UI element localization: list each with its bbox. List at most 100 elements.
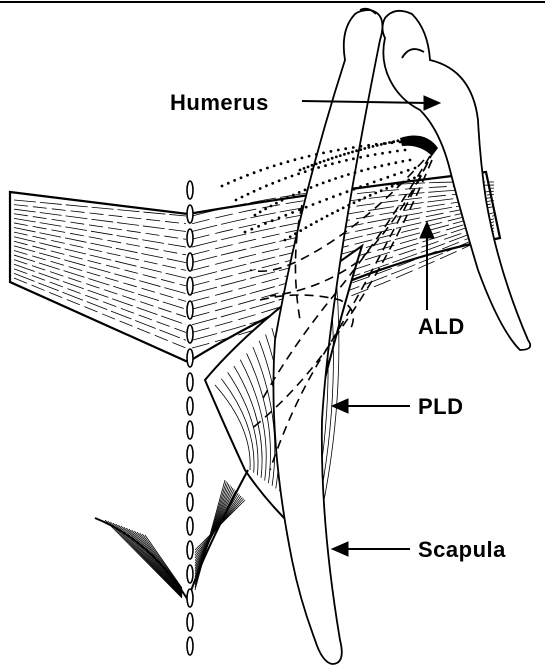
fiber-dot [264,222,267,225]
fiber-dot [259,169,262,172]
midline-segment [187,589,193,607]
scapula-label: Scapula [418,537,506,562]
fiber-dot [369,194,372,197]
fiber-dot [386,176,389,179]
midline-segment [187,229,193,247]
fiber-dot [347,173,350,176]
fiber-dot [363,196,366,199]
fiber-dot [284,214,287,217]
fiber-dot [266,167,269,170]
fiber-dot [360,145,363,148]
fiber-dot [244,231,247,234]
fiber-dot [331,157,334,160]
midline-segment [187,397,193,415]
fiber-dot [308,155,311,158]
fiber-dot [307,166,310,169]
fiber-dot [360,169,363,172]
v-fiber [110,522,182,597]
fiber-dot [374,153,377,156]
fiber-dot [366,183,369,186]
fiber-dot [335,156,338,159]
fiber-dot [366,154,369,157]
fiber-dot [330,150,333,153]
midline-segment [187,493,193,511]
midline-segment [187,181,193,199]
fiber-dot [275,202,278,205]
midline-segment [187,205,193,223]
fiber-dot [374,166,377,169]
fiber-dot [358,199,361,202]
scapula-bone [273,9,382,664]
fiber-dot [327,158,330,161]
fiber-dot [391,185,394,188]
fiber-dot [240,176,243,179]
fiber-dot [301,157,304,160]
v-fiber [129,529,182,592]
fiber-dot [315,153,318,156]
midline-segment [187,541,193,559]
fiber-dot [409,159,412,162]
fiber-dot [315,220,318,223]
fiber-dot [384,142,387,145]
fiber-dot [400,171,403,174]
fiber-dot [339,154,342,157]
fiber-dot [317,166,320,169]
fiber-dot [341,175,344,178]
fiber-dot [407,179,410,182]
fiber-dot [334,177,337,180]
fiber-dot [254,214,257,217]
midline-segment [187,517,193,535]
fiber-dot [396,150,399,153]
humerus-label: Humerus [170,90,269,115]
fiber-dot [280,162,283,165]
fiber-dot [331,212,334,215]
fiber-dot [380,164,383,167]
fiber-dot [351,151,354,154]
fiber-dot [359,156,362,159]
fiber-dot [278,179,281,182]
fiber-dot [286,196,289,199]
fiber-dot [304,170,307,173]
fiber-dot [253,171,256,174]
midline-segment [187,637,193,655]
fiber-dot [343,153,346,156]
v-fiber [132,530,182,591]
fiber-dot [381,152,384,155]
fiber-dot [322,152,325,155]
fiber-dot [336,209,339,212]
fiber-dot [346,190,349,193]
fiber-dot [345,159,348,162]
fiber-dot [264,208,267,211]
fiber-dot [319,161,322,164]
fiber-dot [291,175,294,178]
fiber-dot [305,206,308,209]
fiber-dot [312,203,315,206]
midline-segment [187,613,193,631]
fiber-dot [387,163,390,166]
fiber-dot [247,193,250,196]
fiber-dot [253,190,256,193]
fiber-dot [315,163,318,166]
fiber-dot [347,204,350,207]
fiber-dot [353,201,356,204]
fiber-dot [372,145,375,148]
fiber-dot [352,188,355,191]
fiber-dot [303,167,306,170]
fiber-dot [284,177,287,180]
v-fiber [113,523,182,596]
fiber-dot [322,182,325,185]
fiber-dot [354,171,357,174]
fiber-dot [292,194,295,197]
fiber-dot [311,164,314,167]
fiber-dot [259,211,262,214]
fiber-dot [338,161,341,164]
fiber-dot [304,189,307,192]
fiber-dot [374,192,377,195]
fiber-dot [271,182,274,185]
fiber-dot [287,160,290,163]
fiber-dot [385,187,388,190]
fiber-dot [298,191,301,194]
fiber-dot [273,164,276,167]
fiber-dot [401,139,404,142]
